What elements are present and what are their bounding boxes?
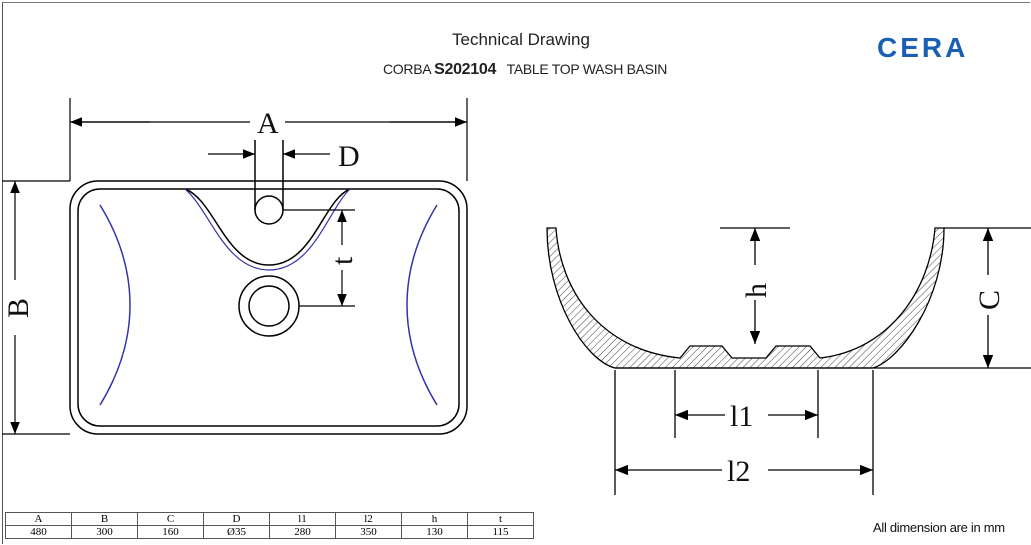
label-c: C <box>973 290 1006 310</box>
label-l2: l2 <box>727 455 750 488</box>
table-header: h <box>401 512 468 526</box>
table-header: C <box>137 512 204 526</box>
table-cell: 115 <box>467 525 534 539</box>
label-d: D <box>338 140 360 173</box>
dimension-lines <box>2 98 468 435</box>
table-header: l2 <box>335 512 402 526</box>
top-view <box>69 140 468 435</box>
side-view <box>546 227 1031 495</box>
label-b: B <box>2 298 35 318</box>
table-cell: 160 <box>137 525 204 539</box>
table-header: A <box>5 512 72 526</box>
label-h: h <box>740 283 773 298</box>
label-l1: l1 <box>730 400 753 433</box>
product-subtitle: CORBA S202104 TABLE TOP WASH BASIN <box>383 61 667 79</box>
table-cell: 300 <box>71 525 138 539</box>
table-header: t <box>467 512 534 526</box>
table-cell: 280 <box>269 525 336 539</box>
table-cell: 480 <box>5 525 72 539</box>
table-cell: 130 <box>401 525 468 539</box>
label-t: t <box>326 256 359 265</box>
table-header: l1 <box>269 512 336 526</box>
table-cell: Ø35 <box>203 525 270 539</box>
product-code: S202104 <box>434 61 497 78</box>
cera-logo: CERA <box>877 32 969 63</box>
label-a: A <box>257 107 279 140</box>
table-header: D <box>203 512 270 526</box>
table-cell: 350 <box>335 525 402 539</box>
table-header: B <box>71 512 138 526</box>
product-name: TABLE TOP WASH BASIN <box>506 61 668 77</box>
drawing-title: Technical Drawing <box>452 30 590 49</box>
series-name: CORBA <box>383 61 431 77</box>
units-note: All dimension are in mm <box>873 520 1005 535</box>
